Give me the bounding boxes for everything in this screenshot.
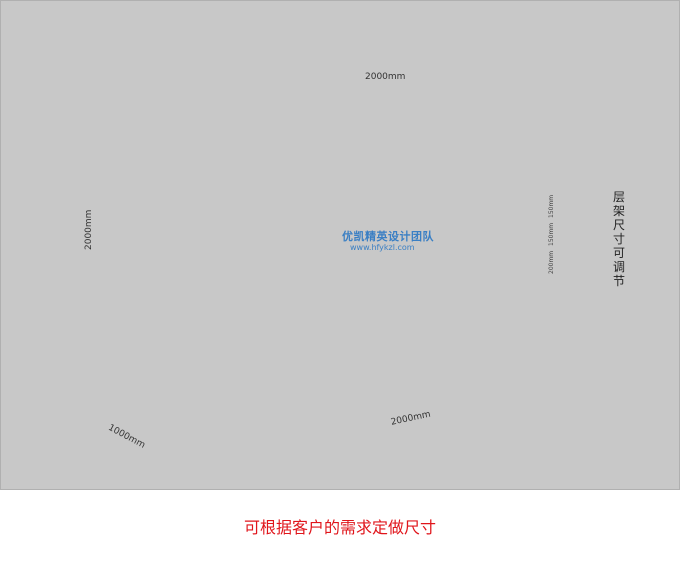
dimension-width-top: 2000mm xyxy=(365,72,406,82)
caption: 可根据客户的需求定做尺寸 xyxy=(243,518,436,537)
shelf-spacing-2: 150mm xyxy=(548,222,555,246)
watermark-url: www.hfykzl.com xyxy=(350,243,415,252)
cabinet-sketch-image xyxy=(0,0,680,490)
dimension-height-left: 2000mm xyxy=(84,209,94,250)
shelf-adjustable-note: 层架尺寸可调节 xyxy=(612,190,625,288)
watermark-text: 优凯精英设计团队 xyxy=(342,230,434,243)
shelf-spacing-3: 200mm xyxy=(548,250,555,274)
shelf-spacing-1: 150mm xyxy=(548,194,555,218)
